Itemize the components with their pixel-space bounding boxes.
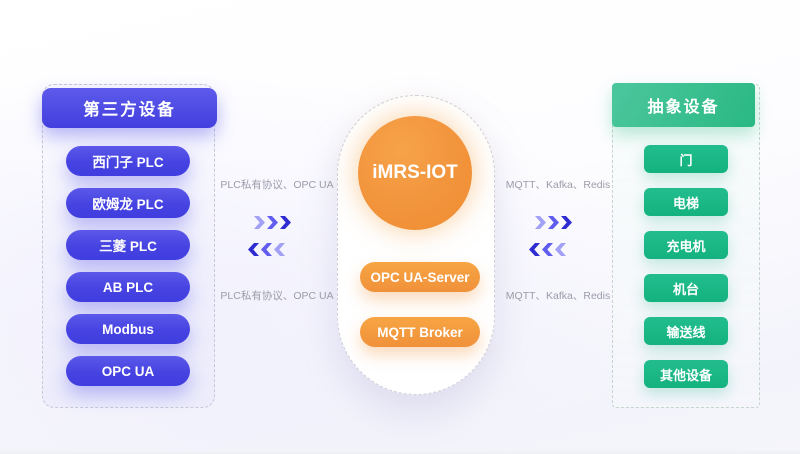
- chevron-left-icon: [274, 243, 285, 256]
- service-pill-mqtt-broker: MQTT Broker: [360, 317, 480, 347]
- abstract-device-label: 电梯: [672, 195, 699, 211]
- abstract-device-label: 门: [679, 152, 693, 168]
- chevron-right-icon: [548, 216, 559, 229]
- chevron-left-icon: [248, 243, 259, 256]
- abstract-device-label: 其他设备: [659, 367, 712, 383]
- device-pill-mitsubishi-plc: 三菱 PLC: [66, 230, 190, 260]
- right-connection-protocol-label-top: MQTT、Kafka、Redis: [505, 179, 611, 191]
- chevron-right-icon: [535, 216, 546, 229]
- third-party-devices-title: 第三方设备: [83, 101, 176, 119]
- abstract-devices-header: 抽象设备: [612, 83, 755, 127]
- abstract-device-machine: 机台: [644, 274, 728, 302]
- chevron-left-icon: [529, 243, 566, 256]
- left-connection-protocol-label-bottom: PLC私有协议、OPC UA: [220, 290, 334, 302]
- service-pill-opc-ua-server: OPC UA-Server: [360, 262, 480, 292]
- device-pill-omron-plc: 欧姆龙 PLC: [66, 188, 190, 218]
- chevron-right-icon: [535, 216, 572, 229]
- chevron-left-icon: [248, 243, 285, 256]
- bottom-edge-divider: [0, 449, 800, 454]
- abstract-device-label: 充电机: [666, 238, 706, 254]
- chevron-right-icon: [561, 216, 572, 229]
- abstract-devices-title: 抽象设备: [647, 99, 720, 116]
- chevron-left-icon: [555, 243, 566, 256]
- chevron-right-icon: [280, 216, 291, 229]
- device-pill-label: 三菱 PLC: [99, 239, 157, 254]
- left-connection-protocol-label-top: PLC私有协议、OPC UA: [220, 179, 334, 191]
- device-pill-ab-plc: AB PLC: [66, 272, 190, 302]
- imrs-iot-title: iMRS-IOT: [372, 162, 458, 183]
- device-pill-modbus: Modbus: [66, 314, 190, 344]
- device-pill-opc-ua: OPC UA: [66, 356, 190, 386]
- chevron-right-icon: [254, 216, 265, 229]
- device-pill-label: 欧姆龙 PLC: [92, 197, 164, 212]
- abstract-device-other: 其他设备: [644, 360, 728, 388]
- device-pill-label: AB PLC: [102, 279, 154, 295]
- chevron-right-icon: [254, 216, 291, 229]
- chevron-right-icon: [267, 216, 278, 229]
- device-pill-siemens-plc: 西门子 PLC: [66, 146, 190, 176]
- abstract-device-label: 机台: [672, 281, 699, 297]
- chevron-left-icon: [261, 243, 272, 256]
- chevron-left-icon: [542, 243, 553, 256]
- service-pill-label: OPC UA-Server: [370, 269, 470, 285]
- device-pill-label: Modbus: [102, 321, 154, 337]
- chevron-left-icon: [529, 243, 540, 256]
- abstract-device-label: 输送线: [666, 324, 706, 340]
- abstract-device-elevator: 电梯: [644, 188, 728, 216]
- abstract-device-conveyor: 输送线: [644, 317, 728, 345]
- abstract-device-door: 门: [644, 145, 728, 173]
- third-party-devices-header: 第三方设备: [42, 88, 217, 128]
- right-connection-protocol-label-bottom: MQTT、Kafka、Redis: [505, 290, 611, 302]
- device-pill-label: 西门子 PLC: [92, 155, 164, 170]
- service-pill-label: MQTT Broker: [377, 324, 463, 340]
- device-pill-label: OPC UA: [101, 363, 155, 379]
- imrs-iot-circle: iMRS-IOT: [358, 116, 472, 230]
- abstract-device-charger: 充电机: [644, 231, 728, 259]
